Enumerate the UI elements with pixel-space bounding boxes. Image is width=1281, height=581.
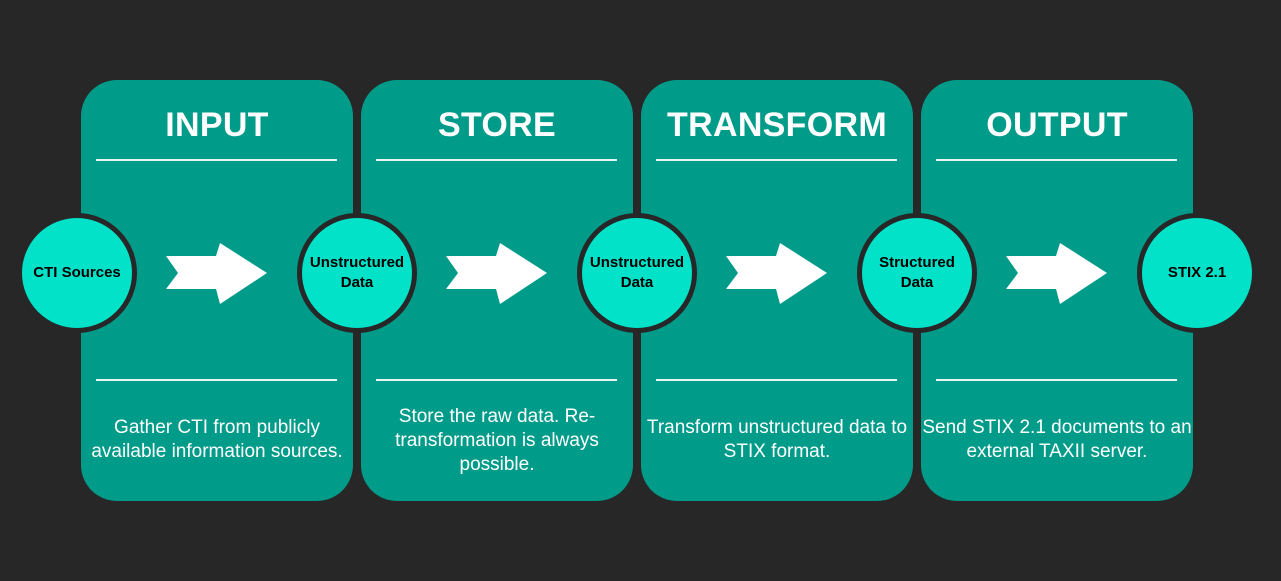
node-unstructured-data: Unstructured Data bbox=[577, 213, 697, 333]
divider-top bbox=[96, 159, 337, 161]
divider-top bbox=[376, 159, 617, 161]
stage-description: Store the raw data. Re-transformation is… bbox=[395, 406, 599, 475]
stage-description: Send STIX 2.1 documents to an external T… bbox=[922, 417, 1192, 462]
divider-top bbox=[656, 159, 897, 161]
divider-bottom bbox=[96, 379, 337, 381]
node-structured-data: Structured Data bbox=[857, 213, 977, 333]
node-stix: STIX 2.1 bbox=[1137, 213, 1257, 333]
node-label: STIX 2.1 bbox=[1167, 264, 1227, 281]
stage-title: STORE bbox=[437, 106, 556, 144]
stage-description: Gather CTI from publicly available infor… bbox=[91, 417, 343, 462]
divider-bottom bbox=[936, 379, 1177, 381]
divider-bottom bbox=[376, 379, 617, 381]
node-label: Unstructured Data bbox=[309, 254, 405, 291]
node-unstructured-data: Unstructured Data bbox=[297, 213, 417, 333]
node-label: CTI Sources bbox=[33, 264, 121, 281]
node-label: Unstructured Data bbox=[589, 254, 685, 291]
chevron-arrow-right-icon bbox=[1006, 243, 1107, 304]
divider-bottom bbox=[656, 379, 897, 381]
chevron-arrow-right-icon bbox=[166, 243, 267, 304]
stage-description: Transform unstructured data to STIX form… bbox=[646, 417, 908, 462]
stage-title: TRANSFORM bbox=[667, 106, 887, 144]
stage-title: OUTPUT bbox=[986, 106, 1128, 144]
node-cti-sources: CTI Sources bbox=[17, 213, 137, 333]
node-label: Structured Data bbox=[879, 254, 955, 291]
divider-top bbox=[936, 159, 1177, 161]
chevron-arrow-right-icon bbox=[446, 243, 547, 304]
chevron-arrow-right-icon bbox=[726, 243, 827, 304]
stage-title: INPUT bbox=[165, 106, 269, 144]
